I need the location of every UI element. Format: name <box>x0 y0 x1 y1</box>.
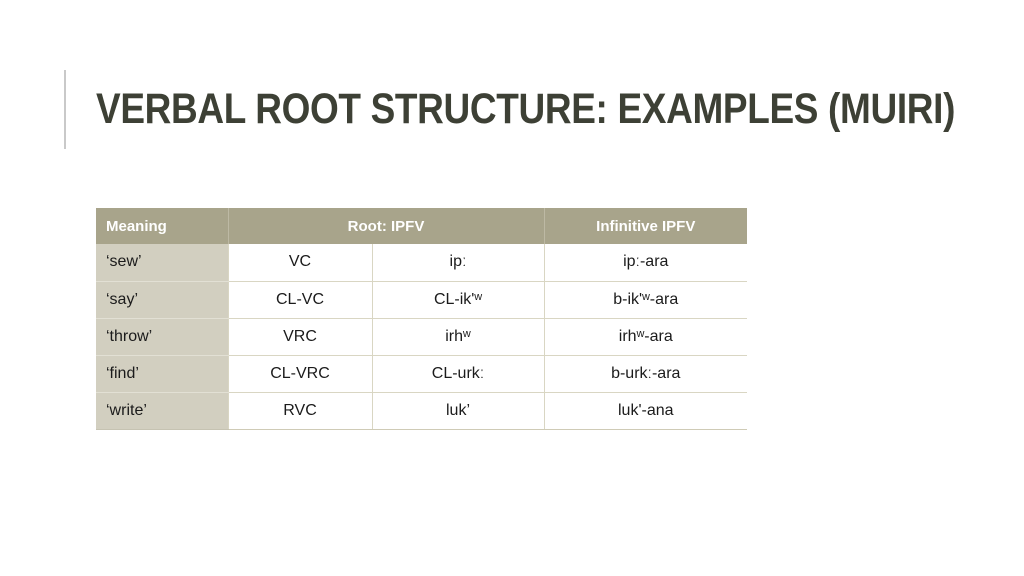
column-header-meaning: Meaning <box>96 208 228 244</box>
cell-template: CL-VC <box>227 281 372 319</box>
cell-root: CL-urkː <box>371 355 544 393</box>
column-header-infinitive-ipfv: Infinitive IPFV <box>544 208 747 244</box>
cell-infinitive: irhʷ-ara <box>543 318 747 356</box>
table-row: ‘write’ RVC luk’ luk'-ana <box>96 392 747 430</box>
cell-infinitive: luk'-ana <box>543 392 747 430</box>
cell-root: luk’ <box>371 392 544 430</box>
cell-root: ipː <box>371 244 544 282</box>
cell-template: VRC <box>227 318 372 356</box>
table-row: ‘sew’ VC ipː ipː-ara <box>96 244 747 282</box>
cell-meaning: ‘write’ <box>96 392 228 430</box>
table-header: Meaning Root: IPFV Infinitive IPFV <box>96 208 747 244</box>
table-header-row: Meaning Root: IPFV Infinitive IPFV <box>96 208 747 244</box>
examples-table-container: Meaning Root: IPFV Infinitive IPFV ‘sew’… <box>96 208 747 430</box>
cell-meaning: ‘say’ <box>96 281 228 319</box>
cell-meaning: ‘sew’ <box>96 244 228 282</box>
table-row: ‘find’ CL-VRC CL-urkː b-urkː-ara <box>96 355 747 393</box>
table-body: ‘sew’ VC ipː ipː-ara ‘say’ CL-VC CL-ik'ʷ… <box>96 244 747 430</box>
table-row: ‘throw’ VRC irhʷ irhʷ-ara <box>96 318 747 356</box>
cell-template: RVC <box>227 392 372 430</box>
cell-template: VC <box>227 244 372 282</box>
cell-template: CL-VRC <box>227 355 372 393</box>
cell-meaning: ‘find’ <box>96 355 228 393</box>
verbal-root-examples-table: Meaning Root: IPFV Infinitive IPFV ‘sew’… <box>96 208 747 430</box>
cell-infinitive: ipː-ara <box>543 244 747 282</box>
cell-root: irhʷ <box>371 318 544 356</box>
page-title: VERBAL ROOT STRUCTURE: EXAMPLES (MUIRI) <box>96 84 956 133</box>
slide-title-block: VERBAL ROOT STRUCTURE: EXAMPLES (MUIRI) <box>64 70 1024 149</box>
cell-infinitive: b-ik'ʷ-ara <box>543 281 747 319</box>
cell-infinitive: b-urkː-ara <box>543 355 747 393</box>
cell-meaning: ‘throw’ <box>96 318 228 356</box>
table-row: ‘say’ CL-VC CL-ik'ʷ b-ik'ʷ-ara <box>96 281 747 319</box>
column-header-root-ipfv: Root: IPFV <box>227 208 545 244</box>
title-accent-rule <box>64 70 66 149</box>
cell-root: CL-ik'ʷ <box>371 281 544 319</box>
